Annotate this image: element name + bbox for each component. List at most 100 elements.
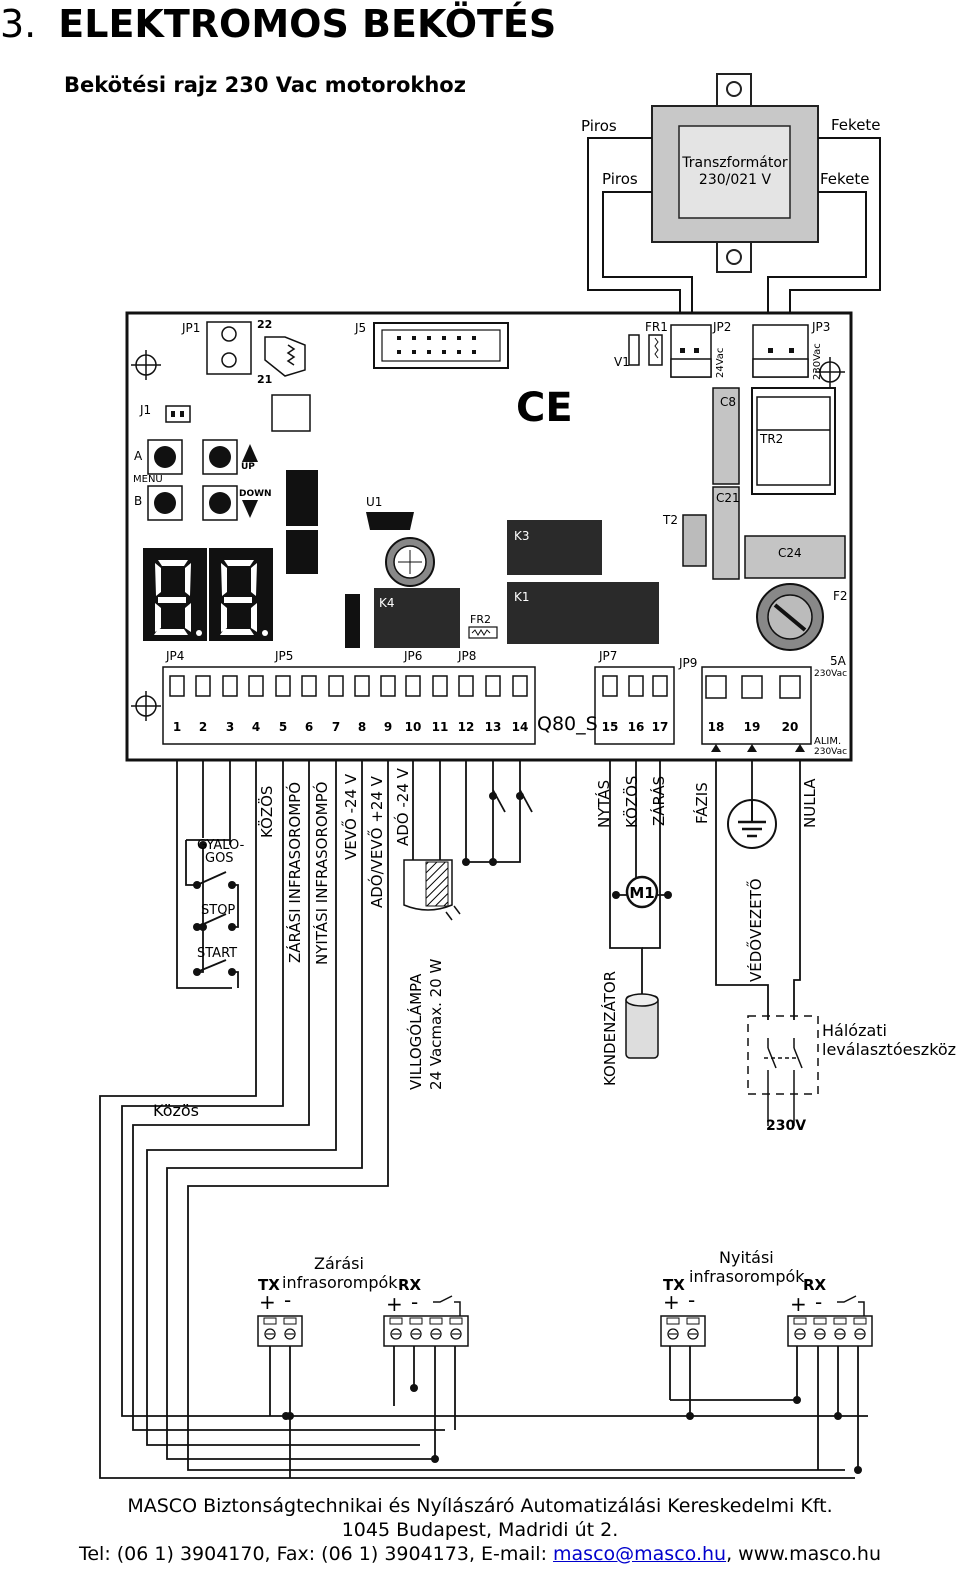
jp2-voltage: 24Vac [715, 348, 726, 378]
ir-tx-rx-labels: TX RX TX RX [258, 1276, 827, 1294]
v1-label: V1 [614, 355, 630, 369]
terminal-number: 12 [458, 720, 475, 734]
label-start: START [197, 946, 237, 961]
label-rx-nyitasi: RX [803, 1276, 827, 1294]
label-kozos: KÖZÖS [257, 786, 276, 838]
terminal-number: 10 [405, 720, 422, 734]
wire-label-piros-outer: Piros [581, 117, 617, 135]
terminal-number: 19 [744, 720, 761, 734]
up-arrow-icon [242, 444, 258, 462]
jp1-label: JP1 [181, 321, 200, 335]
polarity-minus: - [284, 1288, 291, 1312]
terminal-screw [705, 675, 727, 699]
terminal-number: 9 [384, 720, 392, 734]
label-nyitas: NYTÁS [594, 780, 613, 828]
label-nyitasi-ir-1: Nyitási [719, 1248, 774, 1267]
jp8-label: JP8 [457, 649, 476, 663]
motor-label: M1 [629, 884, 654, 902]
footer-phone-fax: Tel: (06 1) 3904170, Fax: (06 1) 3904173… [78, 1543, 554, 1565]
label-zarasi-ir-1: Zárási [314, 1254, 364, 1273]
button-b-label: B [134, 494, 142, 508]
section-number: 3. [0, 2, 37, 46]
polarity-plus: + [386, 1292, 403, 1316]
terminal-screw [354, 675, 370, 697]
ce-mark: CE [516, 385, 573, 431]
footer-address: 1045 Budapest, Madridi út 2. [341, 1519, 619, 1541]
polarity-plus: + [790, 1292, 807, 1316]
terminal-screw [512, 675, 528, 697]
label-lamp-rating: 24 Vacmax. 20 W [427, 959, 445, 1090]
alim-label: ALIM. [814, 736, 841, 747]
terminal-screw [485, 675, 501, 697]
terminal-screw [328, 675, 344, 697]
button-a-label: A [134, 449, 143, 463]
diagram-subtitle: Bekötési rajz 230 Vac motorokhoz [64, 73, 466, 97]
footer-company: MASCO Biztonságtechnikai és Nyílászáró A… [127, 1495, 833, 1517]
f2-label: F2 [833, 589, 848, 603]
t2-label: T2 [662, 513, 678, 527]
terminal-screw [380, 675, 396, 697]
terminal-screw [275, 675, 291, 697]
section-title: 3. ELEKTROMOS BEKÖTÉS [0, 2, 556, 46]
footer-website[interactable]: www.masco.hu [738, 1543, 881, 1565]
label-vevo: VEVŐ -24 V [340, 773, 360, 860]
ir-relay-contacts [433, 1295, 865, 1316]
label-halozati-1: Hálózati [822, 1021, 887, 1040]
jp1-pin21: 21 [257, 373, 272, 386]
terminal-screw [779, 675, 801, 699]
section-title-text: ELEKTROMOS BEKÖTÉS [58, 2, 557, 46]
terminal-screw [169, 675, 185, 697]
label-tx-nyitasi: TX [663, 1276, 685, 1294]
k3-label: K3 [514, 529, 530, 543]
jp9-label: JP9 [678, 656, 697, 670]
jp1-pin22: 22 [257, 318, 272, 331]
ir-terminal-blocks [257, 1315, 873, 1347]
terminal-screw [432, 675, 448, 697]
wire-label-fekete-inner: Fekete [820, 170, 870, 188]
terminal-number: 20 [782, 720, 799, 734]
label-nyitasi-ir-2: infrasorompók [689, 1267, 805, 1286]
terminal-screw [195, 675, 211, 697]
terminal-screw [405, 675, 421, 697]
flashing-lamp-icon [403, 859, 461, 921]
terminal-screw [222, 675, 238, 697]
button-menu-label: MENU [133, 474, 163, 485]
field-wiring [99, 760, 868, 1479]
label-halozati-2: leválasztóeszköz [822, 1040, 956, 1059]
terminal-number: 15 [602, 720, 619, 734]
label-rx-zarasi: RX [398, 1276, 422, 1294]
terminal-number: 2 [199, 720, 207, 734]
polarity-plus: + [259, 1290, 276, 1314]
terminal-number: 8 [358, 720, 366, 734]
terminal-number: 14 [512, 720, 529, 734]
ir-polarity-labels: + - + - + - + - [259, 1288, 822, 1316]
alim-voltage: 230Vac [814, 747, 847, 757]
j5-label: J5 [354, 321, 366, 335]
fr2-label: FR2 [470, 613, 491, 626]
transformer-wires [587, 137, 881, 325]
u1-label: U1 [366, 495, 382, 509]
k1-label: K1 [514, 590, 530, 604]
label-ado: ADÓ -24 V [393, 767, 412, 846]
terminal-number: 5 [279, 720, 287, 734]
polarity-minus: - [688, 1288, 695, 1312]
jp5-label: JP5 [274, 649, 293, 663]
footer-separator: , [726, 1543, 739, 1565]
button-up-label: UP [241, 462, 255, 472]
terminal-number: 4 [252, 720, 260, 734]
label-zaras: ZÁRÁS [649, 776, 668, 826]
label-zarasi-ir-2: infrasorompók [282, 1273, 398, 1292]
j1-label: J1 [139, 403, 151, 417]
wiring-diagram: Transzformátor 230/021 V Piros Piros Fek… [99, 73, 956, 1479]
terminal-number: 7 [332, 720, 340, 734]
terminal-screw [248, 675, 264, 697]
jp2-label: JP2 [712, 320, 731, 334]
ground-icon [727, 799, 777, 849]
fuse-voltage: 230Vac [814, 669, 847, 679]
jp3-voltage: 230Vac [812, 343, 823, 380]
footer-email-link[interactable]: masco@masco.hu [553, 1543, 727, 1565]
transformer-label: Transzformátor [681, 155, 788, 171]
terminal-number: 6 [305, 720, 313, 734]
control-board: JP1 22 21 J1 J5 CE FR1 V1 JP2 24Vac [125, 311, 853, 762]
label-ado-vevo: ADÓ/VEVŐ +24 V [366, 775, 386, 908]
